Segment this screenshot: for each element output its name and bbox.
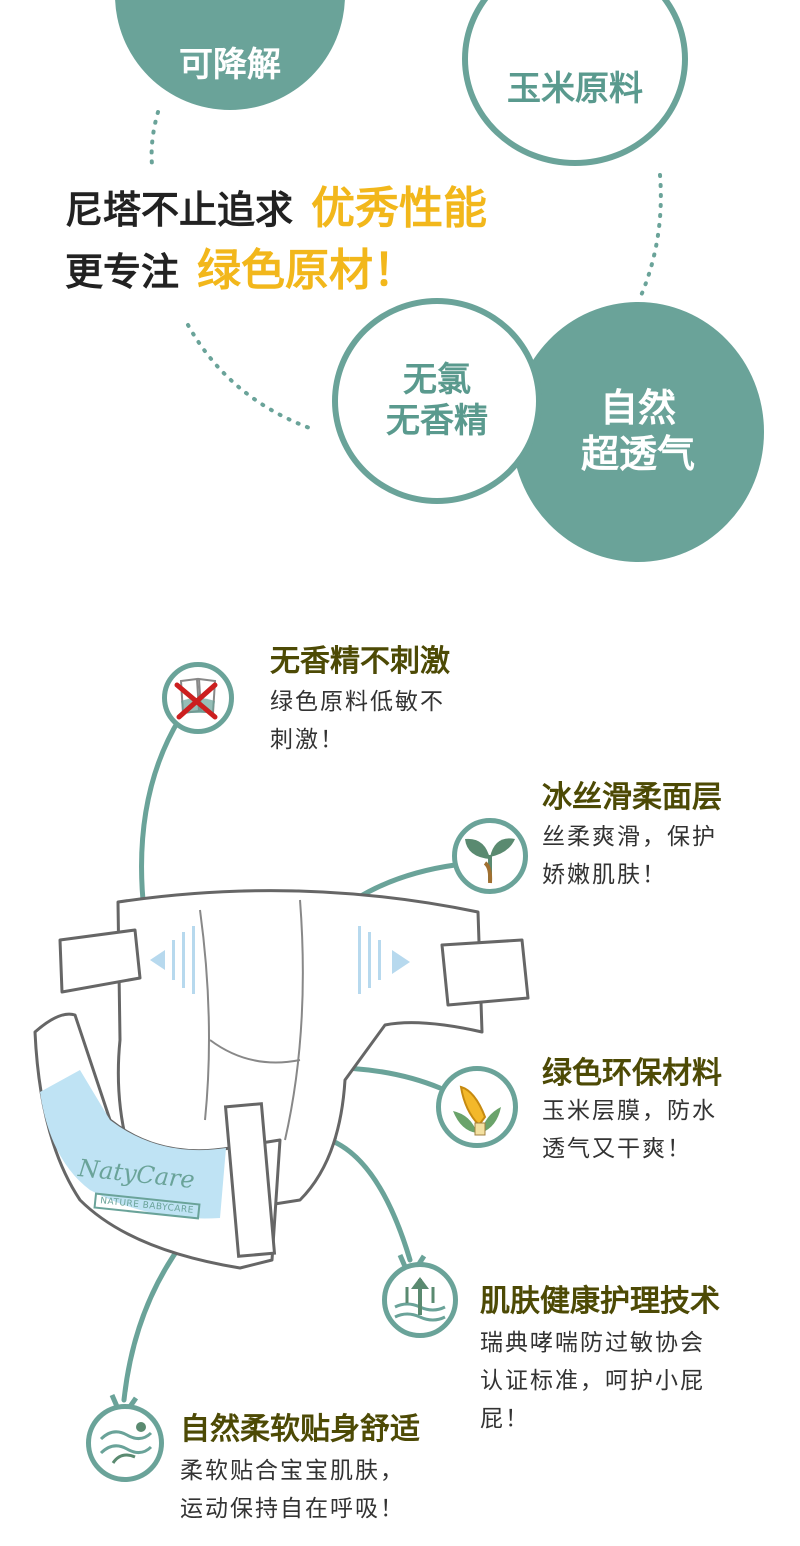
breathable-line1: 自然 [599,386,676,431]
desc-line: 娇嫩肌肤！ [542,862,667,888]
skin-care-icon [382,1262,458,1338]
leaf-sprout-icon [452,818,528,894]
chlorine-free-line1: 无氯 [403,360,471,401]
feature-eco-material-title: 绿色环保材料 [542,1056,722,1091]
headline-line1: 尼塔不止追求优秀性能 [65,172,487,236]
chlorine-free-circle: 无氯 无香精 [332,298,542,504]
desc-line: 屁！ [480,1406,530,1432]
headline-line2-text: 更专注 [65,250,180,294]
dotted-connectors [149,110,663,432]
feature-no-fragrance-title: 无香精不刺激 [270,644,450,679]
desc-line: 柔软贴合宝宝肌肤， [180,1458,405,1484]
feature-soft-comfort-desc: 柔软贴合宝宝肌肤， 运动保持自在呼吸！ [180,1452,405,1528]
feature-no-fragrance-desc: 绿色原料低敏不 刺激！ [270,683,445,759]
breathable-line2: 超透气 [580,432,695,476]
corn-material-label: 玉米原料 [507,68,643,109]
feature-skin-care-desc: 瑞典哮喘防过敏协会 认证标准，呵护小屁 屁！ [480,1324,705,1438]
desc-line: 认证标准，呵护小屁 [480,1368,705,1394]
chlorine-free-line2: 无香精 [386,401,488,441]
degradable-label: 可降解 [179,44,281,85]
feature-ice-silk-desc: 丝柔爽滑，保护 娇嫩肌肤！ [542,818,717,894]
desc-line: 透气又干爽！ [542,1136,692,1162]
desc-line: 刺激！ [270,727,345,753]
corn-material-circle: 玉米原料 [462,0,688,166]
feature-eco-material-desc: 玉米层膜，防水 透气又干爽！ [542,1092,717,1168]
headline-line2-highlight: 绿色原材！ [197,245,418,296]
breathable-circle: 自然 超透气 [512,302,764,562]
desc-line: 运动保持自在呼吸！ [180,1496,405,1522]
soft-comfort-icon [86,1404,164,1482]
desc-line: 玉米层膜，防水 [542,1098,717,1124]
desc-line: 绿色原料低敏不 [270,689,445,715]
headline-line1-highlight: 优秀性能 [311,183,488,234]
desc-line: 丝柔爽滑，保护 [542,824,717,850]
diaper-illustration [33,715,530,1424]
feature-ice-silk-title: 冰丝滑柔面层 [542,780,722,815]
desc-line: 瑞典哮喘防过敏协会 [480,1330,705,1356]
corn-icon [436,1066,518,1148]
feature-soft-comfort-title: 自然柔软贴身舒适 [180,1412,420,1447]
headline-line2: 更专注绿色原材！ [65,234,417,298]
feature-skin-care-title: 肌肤健康护理技术 [480,1284,720,1319]
headline-line1-text: 尼塔不止追求 [65,188,294,232]
no-fragrance-icon [162,662,234,734]
